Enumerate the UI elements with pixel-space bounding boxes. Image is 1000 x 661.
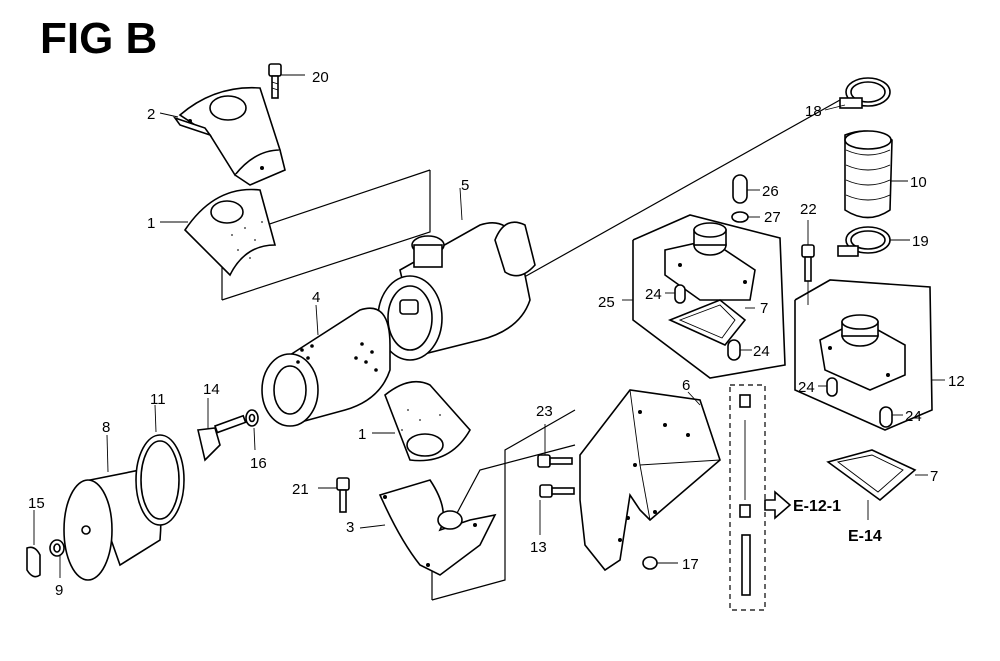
part-26-pin	[732, 174, 760, 204]
group25-gasket	[667, 299, 755, 346]
callout-1-upper: 1	[147, 215, 155, 232]
callout-24-a: 24	[645, 286, 662, 303]
callout-8: 8	[102, 419, 110, 436]
callout-3: 3	[346, 519, 354, 536]
callout-7-lower: 7	[930, 468, 938, 485]
part-11-gasket	[135, 404, 185, 526]
part-19-clamp	[837, 226, 910, 257]
callout-19: 19	[912, 233, 929, 250]
ref-e-14[interactable]: E-14	[848, 528, 882, 545]
part-7-gasket-lower	[826, 449, 928, 520]
callout-5: 5	[461, 177, 469, 194]
callout-labels: 20 2 1 5 4 11 14 8 16 1 21 3 15 9 23 13 …	[28, 69, 965, 599]
callout-6: 6	[682, 377, 690, 394]
part-21-bolt	[318, 477, 350, 513]
callout-27: 27	[764, 209, 781, 226]
part-15-wing-nut	[26, 510, 41, 578]
callout-24-c: 24	[798, 379, 815, 396]
callout-23: 23	[536, 403, 553, 420]
callout-15: 15	[28, 495, 45, 512]
callout-4: 4	[312, 289, 320, 306]
part-22-bolt	[801, 220, 815, 305]
part-16-washer	[245, 409, 259, 451]
callout-18: 18	[805, 103, 822, 120]
callout-21: 21	[292, 481, 309, 498]
group25-pin-b	[727, 339, 752, 361]
callout-24-d: 24	[905, 408, 922, 425]
group12-pin-b	[879, 406, 903, 428]
callout-9: 9	[55, 582, 63, 599]
callout-24-b: 24	[753, 343, 770, 360]
part-4-filter-element	[261, 304, 391, 427]
callout-16: 16	[250, 455, 267, 472]
callout-25: 25	[598, 294, 615, 311]
callout-2: 2	[147, 106, 155, 123]
part-6-bracket	[579, 389, 721, 572]
assembly-brackets	[221, 99, 933, 611]
group12-pin-a	[818, 377, 838, 397]
callout-26: 26	[762, 183, 779, 200]
part-20-bolt	[268, 63, 305, 99]
part-9-nut	[49, 539, 65, 578]
callout-10: 10	[910, 174, 927, 191]
part-18-clamp	[824, 77, 891, 111]
group25-pin-a	[665, 284, 686, 304]
callout-22: 22	[800, 201, 817, 218]
part-13-bolt	[539, 484, 575, 535]
part-17-nut	[642, 556, 678, 570]
callout-20: 20	[312, 69, 329, 86]
part-12-elbow	[819, 314, 945, 391]
callout-17: 17	[682, 556, 699, 573]
part-2-band	[159, 86, 286, 186]
callout-12: 12	[948, 373, 965, 390]
callout-13: 13	[530, 539, 547, 556]
part-1-liner-lower	[372, 380, 471, 462]
callout-14: 14	[203, 381, 220, 398]
part-1-liner-upper	[160, 188, 277, 277]
part-5-air-cleaner-case	[377, 187, 536, 361]
callout-1-lower: 1	[358, 426, 366, 443]
ref-e-12-1[interactable]: E-12-1	[793, 498, 841, 515]
part-14-wing-bolt	[197, 398, 247, 462]
callout-11: 11	[150, 391, 166, 408]
part-23-bolt	[537, 424, 573, 468]
stud-assembly	[739, 394, 751, 596]
part-25-elbow	[622, 222, 756, 301]
part-10-hose	[844, 130, 908, 219]
figure-title: FIG B	[40, 14, 157, 63]
part-3-lower-band	[359, 479, 497, 576]
part-27-ring	[731, 211, 760, 223]
callout-7-upper: 7	[760, 300, 768, 317]
ref-arrow-e12	[764, 490, 792, 520]
